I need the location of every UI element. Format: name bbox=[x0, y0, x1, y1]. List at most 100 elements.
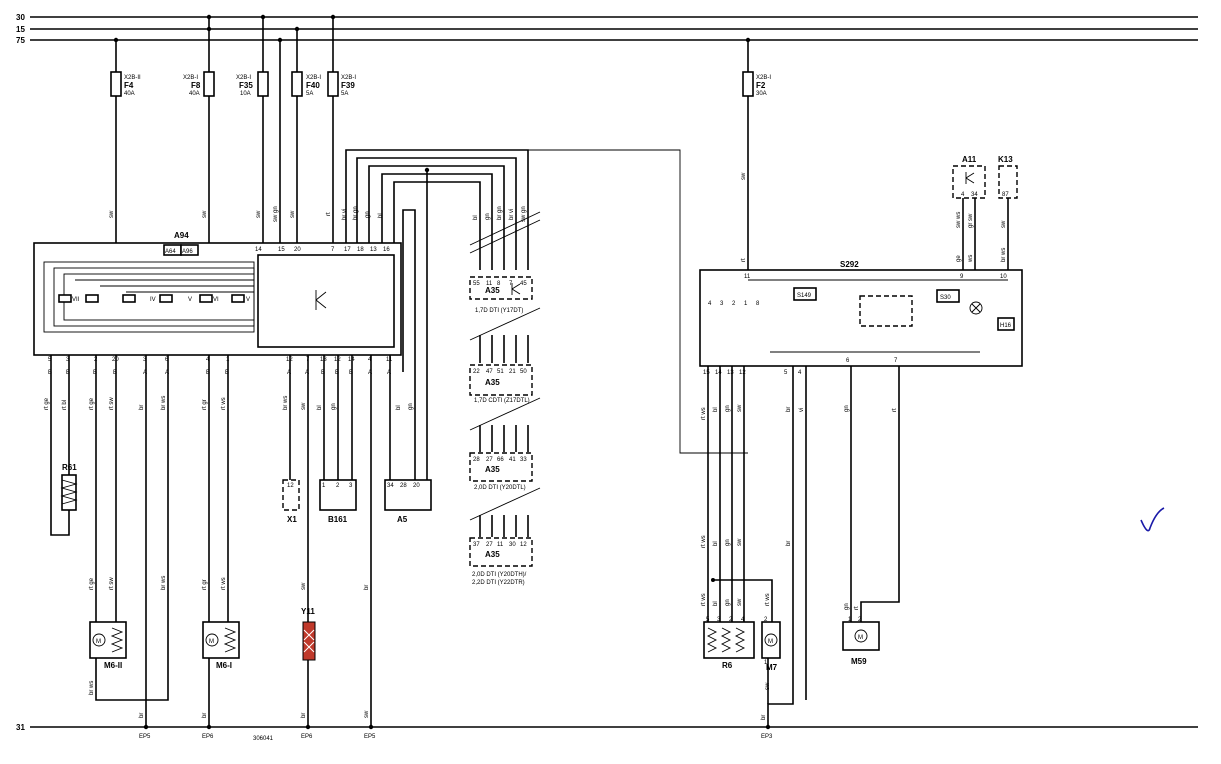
svg-text:rt ge: rt ge bbox=[44, 397, 50, 410]
fuse-f39-id: F39 bbox=[341, 81, 355, 90]
svg-text:sw: sw bbox=[765, 682, 771, 690]
svg-text:6: 6 bbox=[846, 358, 850, 364]
svg-text:M: M bbox=[209, 639, 214, 645]
fuse-f8-conn: X2B-I bbox=[183, 75, 198, 81]
svg-text:17: 17 bbox=[344, 247, 351, 253]
svg-text:sw: sw bbox=[109, 210, 115, 218]
svg-text:EP5: EP5 bbox=[364, 734, 376, 740]
svg-text:4: 4 bbox=[961, 192, 965, 198]
svg-text:7: 7 bbox=[306, 357, 310, 363]
svg-text:sw: sw bbox=[741, 172, 747, 180]
svg-text:4: 4 bbox=[798, 370, 802, 376]
svg-text:br ws: br ws bbox=[283, 396, 289, 410]
svg-text:gn: gn bbox=[485, 213, 491, 220]
svg-text:13: 13 bbox=[370, 247, 377, 253]
svg-text:11: 11 bbox=[744, 274, 751, 280]
svg-text:gn: gn bbox=[725, 405, 731, 412]
svg-text:EP6: EP6 bbox=[202, 734, 214, 740]
svg-text:rt: rt bbox=[741, 258, 747, 262]
svg-text:sw: sw bbox=[301, 582, 307, 590]
grounds: EP5 EP6 EP6 EP5 EP3 306041 bbox=[139, 724, 773, 742]
svg-text:2: 2 bbox=[94, 357, 98, 363]
a11-label: A11 bbox=[962, 155, 977, 164]
a96-label: A96 bbox=[182, 249, 193, 255]
rail-15-label: 15 bbox=[16, 25, 25, 34]
svg-text:4: 4 bbox=[368, 357, 372, 363]
svg-text:ws: ws bbox=[968, 255, 974, 263]
svg-text:5: 5 bbox=[48, 357, 52, 363]
svg-text:12: 12 bbox=[286, 357, 293, 363]
svg-text:4: 4 bbox=[206, 357, 210, 363]
svg-text:47: 47 bbox=[486, 369, 493, 375]
engine-1-label: 1,7D DTI (Y17DT) bbox=[475, 308, 523, 314]
m6ii-label: M6-II bbox=[104, 661, 122, 670]
svg-text:21: 21 bbox=[509, 369, 516, 375]
svg-text:A: A bbox=[287, 370, 291, 376]
svg-text:27: 27 bbox=[486, 542, 493, 548]
svg-text:br vi: br vi bbox=[509, 209, 515, 220]
svg-text:bl: bl bbox=[317, 405, 323, 410]
svg-text:34: 34 bbox=[971, 192, 978, 198]
svg-text:br: br bbox=[786, 541, 792, 546]
svg-text:sw: sw bbox=[737, 404, 743, 412]
rail-75-label: 75 bbox=[16, 36, 25, 45]
fuse-f40-conn: X2B-I bbox=[306, 75, 321, 81]
svg-text:A: A bbox=[143, 370, 147, 376]
svg-text:rt: rt bbox=[892, 408, 898, 412]
svg-text:br: br bbox=[364, 585, 370, 590]
s30-label: S30 bbox=[940, 295, 951, 301]
fuse-feeds bbox=[110, 14, 754, 270]
svg-text:rt ws: rt ws bbox=[701, 593, 707, 606]
svg-text:B: B bbox=[349, 370, 353, 376]
fuse-f35-id: F35 bbox=[239, 81, 253, 90]
svg-text:28: 28 bbox=[473, 457, 480, 463]
svg-text:28: 28 bbox=[400, 483, 407, 489]
a35-bus: bl gn br gn br vi sw gn bbox=[345, 149, 748, 485]
svg-text:11: 11 bbox=[497, 542, 504, 548]
svg-text:2: 2 bbox=[729, 617, 733, 623]
engine-4a-label: 2,0D DTI (Y20DTH)/ bbox=[472, 572, 527, 578]
fuse-f2-amp: 30A bbox=[756, 91, 767, 97]
svg-text:14: 14 bbox=[348, 357, 355, 363]
svg-text:br: br bbox=[301, 713, 307, 718]
svg-text:11: 11 bbox=[386, 357, 393, 363]
svg-text:B: B bbox=[48, 370, 52, 376]
svg-text:bl: bl bbox=[396, 405, 402, 410]
svg-text:rt gr: rt gr bbox=[202, 579, 208, 590]
r6-label: R6 bbox=[722, 661, 733, 670]
rail-30-label: 30 bbox=[16, 13, 25, 22]
svg-text:15: 15 bbox=[278, 247, 285, 253]
svg-text:22: 22 bbox=[473, 369, 480, 375]
svg-text:M: M bbox=[858, 635, 863, 641]
svg-text:rt ws: rt ws bbox=[765, 593, 771, 606]
svg-text:10: 10 bbox=[1000, 274, 1007, 280]
svg-text:5: 5 bbox=[784, 370, 788, 376]
svg-text:br: br bbox=[139, 713, 145, 718]
svg-text:br: br bbox=[786, 407, 792, 412]
svg-text:5: 5 bbox=[706, 617, 710, 623]
svg-text:51: 51 bbox=[497, 369, 504, 375]
svg-text:sw: sw bbox=[737, 538, 743, 546]
svg-text:br ws: br ws bbox=[161, 396, 167, 410]
svg-text:1: 1 bbox=[226, 357, 230, 363]
svg-text:br gn: br gn bbox=[353, 206, 359, 220]
a94-module: A94 A64 A96 VII IV V VI V bbox=[33, 231, 402, 376]
svg-text:12: 12 bbox=[334, 357, 341, 363]
svg-text:A: A bbox=[387, 370, 391, 376]
svg-text:rt: rt bbox=[326, 212, 332, 216]
svg-text:8: 8 bbox=[497, 281, 501, 287]
svg-text:6: 6 bbox=[165, 357, 169, 363]
svg-text:87: 87 bbox=[1002, 192, 1009, 198]
svg-text:B: B bbox=[206, 370, 210, 376]
svg-text:vi: vi bbox=[799, 408, 805, 412]
feed-wire-labels: sw sw sw sw gn sw rt br vi br gn gn bl s… bbox=[109, 172, 747, 262]
svg-text:gn: gn bbox=[844, 405, 850, 412]
svg-text:IV: IV bbox=[150, 297, 156, 303]
svg-text:14: 14 bbox=[255, 247, 262, 253]
svg-text:br: br bbox=[202, 713, 208, 718]
svg-text:br: br bbox=[761, 715, 767, 720]
fuse-f39-conn: X2B-I bbox=[341, 75, 356, 81]
